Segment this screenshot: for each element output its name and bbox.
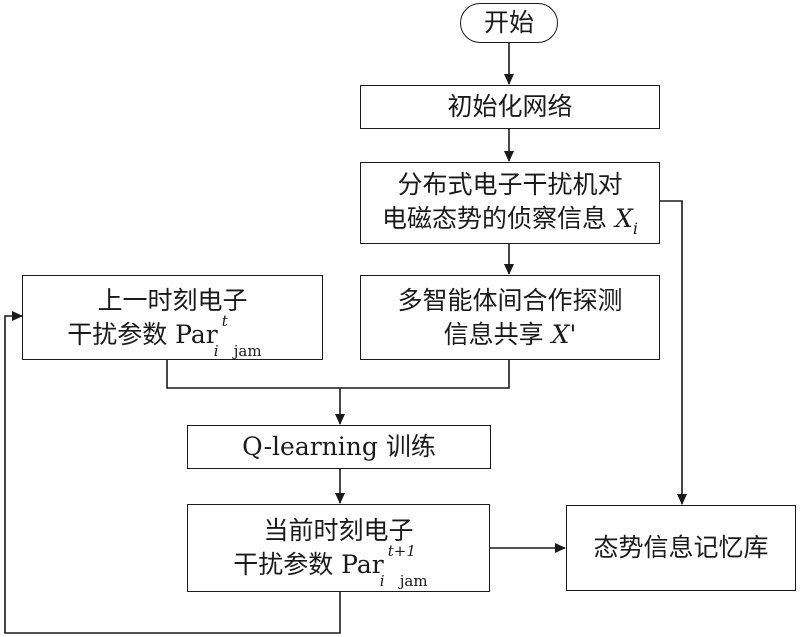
curr-label-line1: 当前时刻电子 <box>263 516 414 545</box>
prev-sub-i: i <box>213 341 219 360</box>
memory-bank-box: 态势信息记忆库 <box>566 505 796 591</box>
share-label-line1: 多智能体间合作探测 <box>397 285 623 315</box>
prev-sup: t <box>221 311 228 330</box>
start-node: 开始 <box>460 3 558 43</box>
prev-label-line1: 上一时刻电子 <box>97 285 248 315</box>
share-var: X <box>551 319 570 349</box>
arrow-recon-to-memory <box>660 200 687 505</box>
recon-label-line1: 分布式电子干扰机对 <box>397 169 623 199</box>
recon-sub: i <box>632 218 638 238</box>
curr-sup: t+1 <box>387 542 416 560</box>
recon-label-line2: 电磁态势的侦察信息 Xi <box>382 202 638 239</box>
q-learning-box: Q-learning 训练 <box>187 425 491 469</box>
recon-label-text: 电磁态势的侦察信息 <box>382 203 608 233</box>
start-label: 开始 <box>483 8 534 37</box>
init-network-box: 初始化网络 <box>360 85 660 129</box>
share-prime: ' <box>569 319 577 349</box>
q-learning-label: Q-learning 训练 <box>242 432 436 461</box>
share-label-line2: 信息共享 X' <box>444 318 577 352</box>
share-label-text: 信息共享 <box>443 319 544 349</box>
info-sharing-box: 多智能体间合作探测 信息共享 X' <box>360 275 660 360</box>
prev-label-text: 干扰参数 Par <box>67 319 218 349</box>
curr-label-text: 干扰参数 Par <box>233 550 384 579</box>
curr-sub-i: i <box>379 572 385 590</box>
arrow-feedback-loop <box>4 311 341 634</box>
recon-info-box: 分布式电子干扰机对 电磁态势的侦察信息 Xi <box>360 162 660 244</box>
connector-prev-merge <box>166 360 510 389</box>
curr-sub-jam: jam <box>399 572 428 590</box>
memory-label: 态势信息记忆库 <box>593 533 769 562</box>
recon-var: X <box>615 203 633 233</box>
init-label: 初始化网络 <box>447 92 573 121</box>
prev-sub-jam: jam <box>233 341 262 360</box>
